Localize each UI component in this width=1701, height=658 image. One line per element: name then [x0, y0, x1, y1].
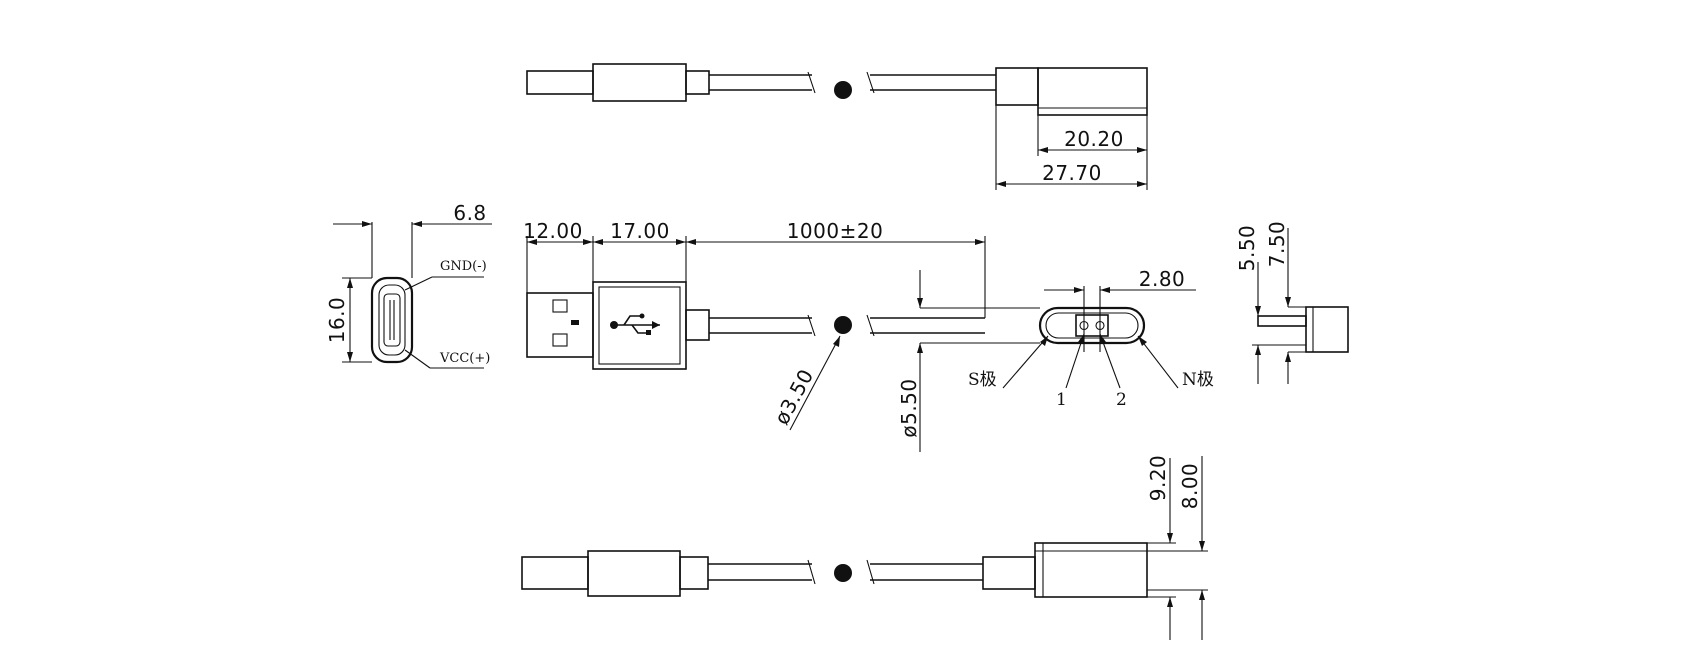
dim-cable-length: 1000±20	[787, 219, 884, 243]
usb-contact-window-top	[552, 299, 568, 313]
label-s-pole: S极	[968, 370, 997, 390]
dim-pin-pitch: 2.80	[1139, 267, 1186, 291]
top-view: 20.20 27.70	[526, 63, 1148, 190]
top-magnetic-head	[1037, 67, 1148, 116]
connector-face-outer	[1038, 306, 1146, 345]
bottom-view: 9.20 8.00	[521, 455, 1208, 640]
label-gnd: GND(-)	[440, 259, 487, 274]
label-pin-1: 1	[1056, 390, 1067, 410]
dim-side-outer-height: 7.50	[1265, 221, 1289, 268]
bottom-usb-body	[587, 550, 681, 597]
bottom-head-neck	[982, 556, 1036, 590]
port-outer-shell	[370, 276, 414, 364]
dim-usb-plug-length: 12.00	[523, 219, 583, 243]
label-vcc: VCC(+)	[439, 351, 490, 366]
side-neck	[1257, 315, 1307, 327]
dim-bottom-inner-height: 8.00	[1178, 463, 1202, 510]
usb-plug	[526, 292, 594, 358]
bottom-magnetic-head	[1034, 542, 1148, 598]
label-pin-2: 2	[1116, 390, 1127, 410]
usb-logo-icon	[610, 313, 660, 335]
label-n-pole: N极	[1182, 370, 1214, 390]
dim-top-inner-width: 20.20	[1064, 127, 1124, 151]
cable-break-dot	[834, 564, 852, 582]
dim-side-inner-height: 5.50	[1235, 225, 1259, 272]
top-head-neck	[995, 67, 1039, 106]
top-usb-body	[592, 63, 687, 102]
bottom-strain-relief	[679, 556, 709, 590]
bottom-usb-plug	[521, 556, 589, 590]
dim-bottom-outer-height: 9.20	[1146, 455, 1170, 502]
pin-block	[1075, 314, 1109, 337]
usb-contact-window-bottom	[552, 333, 568, 347]
cable-break-dot	[834, 81, 852, 99]
usb-port-end-view: 6.8 16.0 GND(-) VCC(+)	[325, 201, 492, 369]
dim-head-diameter: ø5.50	[897, 378, 921, 437]
top-usb-plug	[526, 70, 594, 95]
dim-port-width: 6.8	[453, 201, 486, 225]
dim-cable-diameter: ø3.50	[769, 365, 818, 429]
dim-usb-body-length: 17.00	[610, 219, 670, 243]
cable-break-dot	[834, 316, 852, 334]
dim-top-outer-width: 27.70	[1042, 161, 1102, 185]
dim-port-height: 16.0	[325, 297, 349, 344]
strain-relief	[685, 309, 710, 341]
side-view: 5.50 7.50	[1235, 221, 1349, 384]
front-view: 12.00 17.00 1000±20 ø3.50 ø5.50 2.80 S极	[523, 219, 1214, 452]
side-head	[1305, 306, 1349, 353]
top-strain-relief	[685, 70, 710, 95]
